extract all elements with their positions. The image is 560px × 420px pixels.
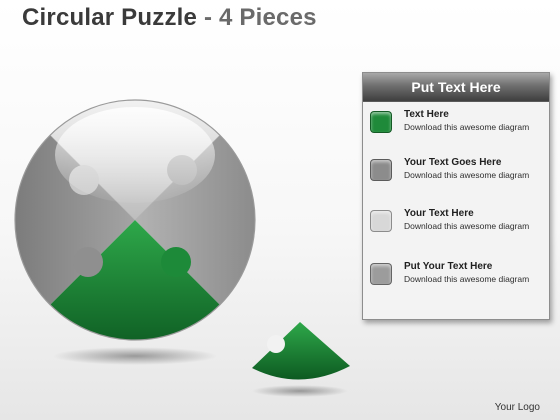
legend-swatch-green (370, 111, 392, 133)
legend-item-heading: Your Text Here (404, 208, 474, 219)
legend-item-2: Your Text Goes Here Download this awesom… (370, 157, 546, 191)
legend-item-description: Download this awesome diagram (404, 274, 530, 284)
legend-swatch-gray (370, 159, 392, 181)
legend-item-4: Put Your Text Here Download this awesome… (370, 261, 546, 295)
legend-item-1: Text Here Download this awesome diagram (370, 109, 546, 143)
legend-item-3: Your Text Here Download this awesome dia… (370, 208, 546, 242)
puzzle-gloss-highlight (55, 107, 215, 203)
legend-item-description: Download this awesome diagram (404, 170, 530, 180)
legend-item-description: Download this awesome diagram (404, 221, 530, 231)
legend-item-heading: Put Your Text Here (404, 261, 493, 272)
puzzle-knob-bottom-left (73, 247, 103, 277)
detached-puzzle-piece (252, 322, 350, 380)
title-main: Circular Puzzle (22, 4, 198, 31)
legend-item-heading: Text Here (404, 109, 449, 120)
legend-header: Put Text Here (363, 73, 549, 102)
detached-piece-shadow (252, 385, 348, 397)
legend-panel: Put Text Here Text Here Download this aw… (362, 72, 550, 320)
puzzle-shadow (53, 347, 217, 365)
detached-piece-notch (267, 335, 285, 353)
page-title: Circular Puzzle - 4 Pieces (22, 4, 317, 32)
puzzle-knob-bottom-right (161, 247, 191, 277)
title-subtitle: - 4 Pieces (203, 4, 317, 31)
legend-swatch-light-gray (370, 210, 392, 232)
legend-swatch-mid-gray (370, 263, 392, 285)
legend-item-description: Download this awesome diagram (404, 122, 530, 132)
footer-logo: Your Logo (494, 402, 540, 413)
puzzle-piece-left (15, 100, 135, 340)
puzzle-piece-bottom (15, 220, 255, 340)
legend-item-heading: Your Text Goes Here (404, 157, 502, 168)
puzzle-rim (14, 99, 256, 341)
puzzle-piece-right (135, 100, 255, 340)
